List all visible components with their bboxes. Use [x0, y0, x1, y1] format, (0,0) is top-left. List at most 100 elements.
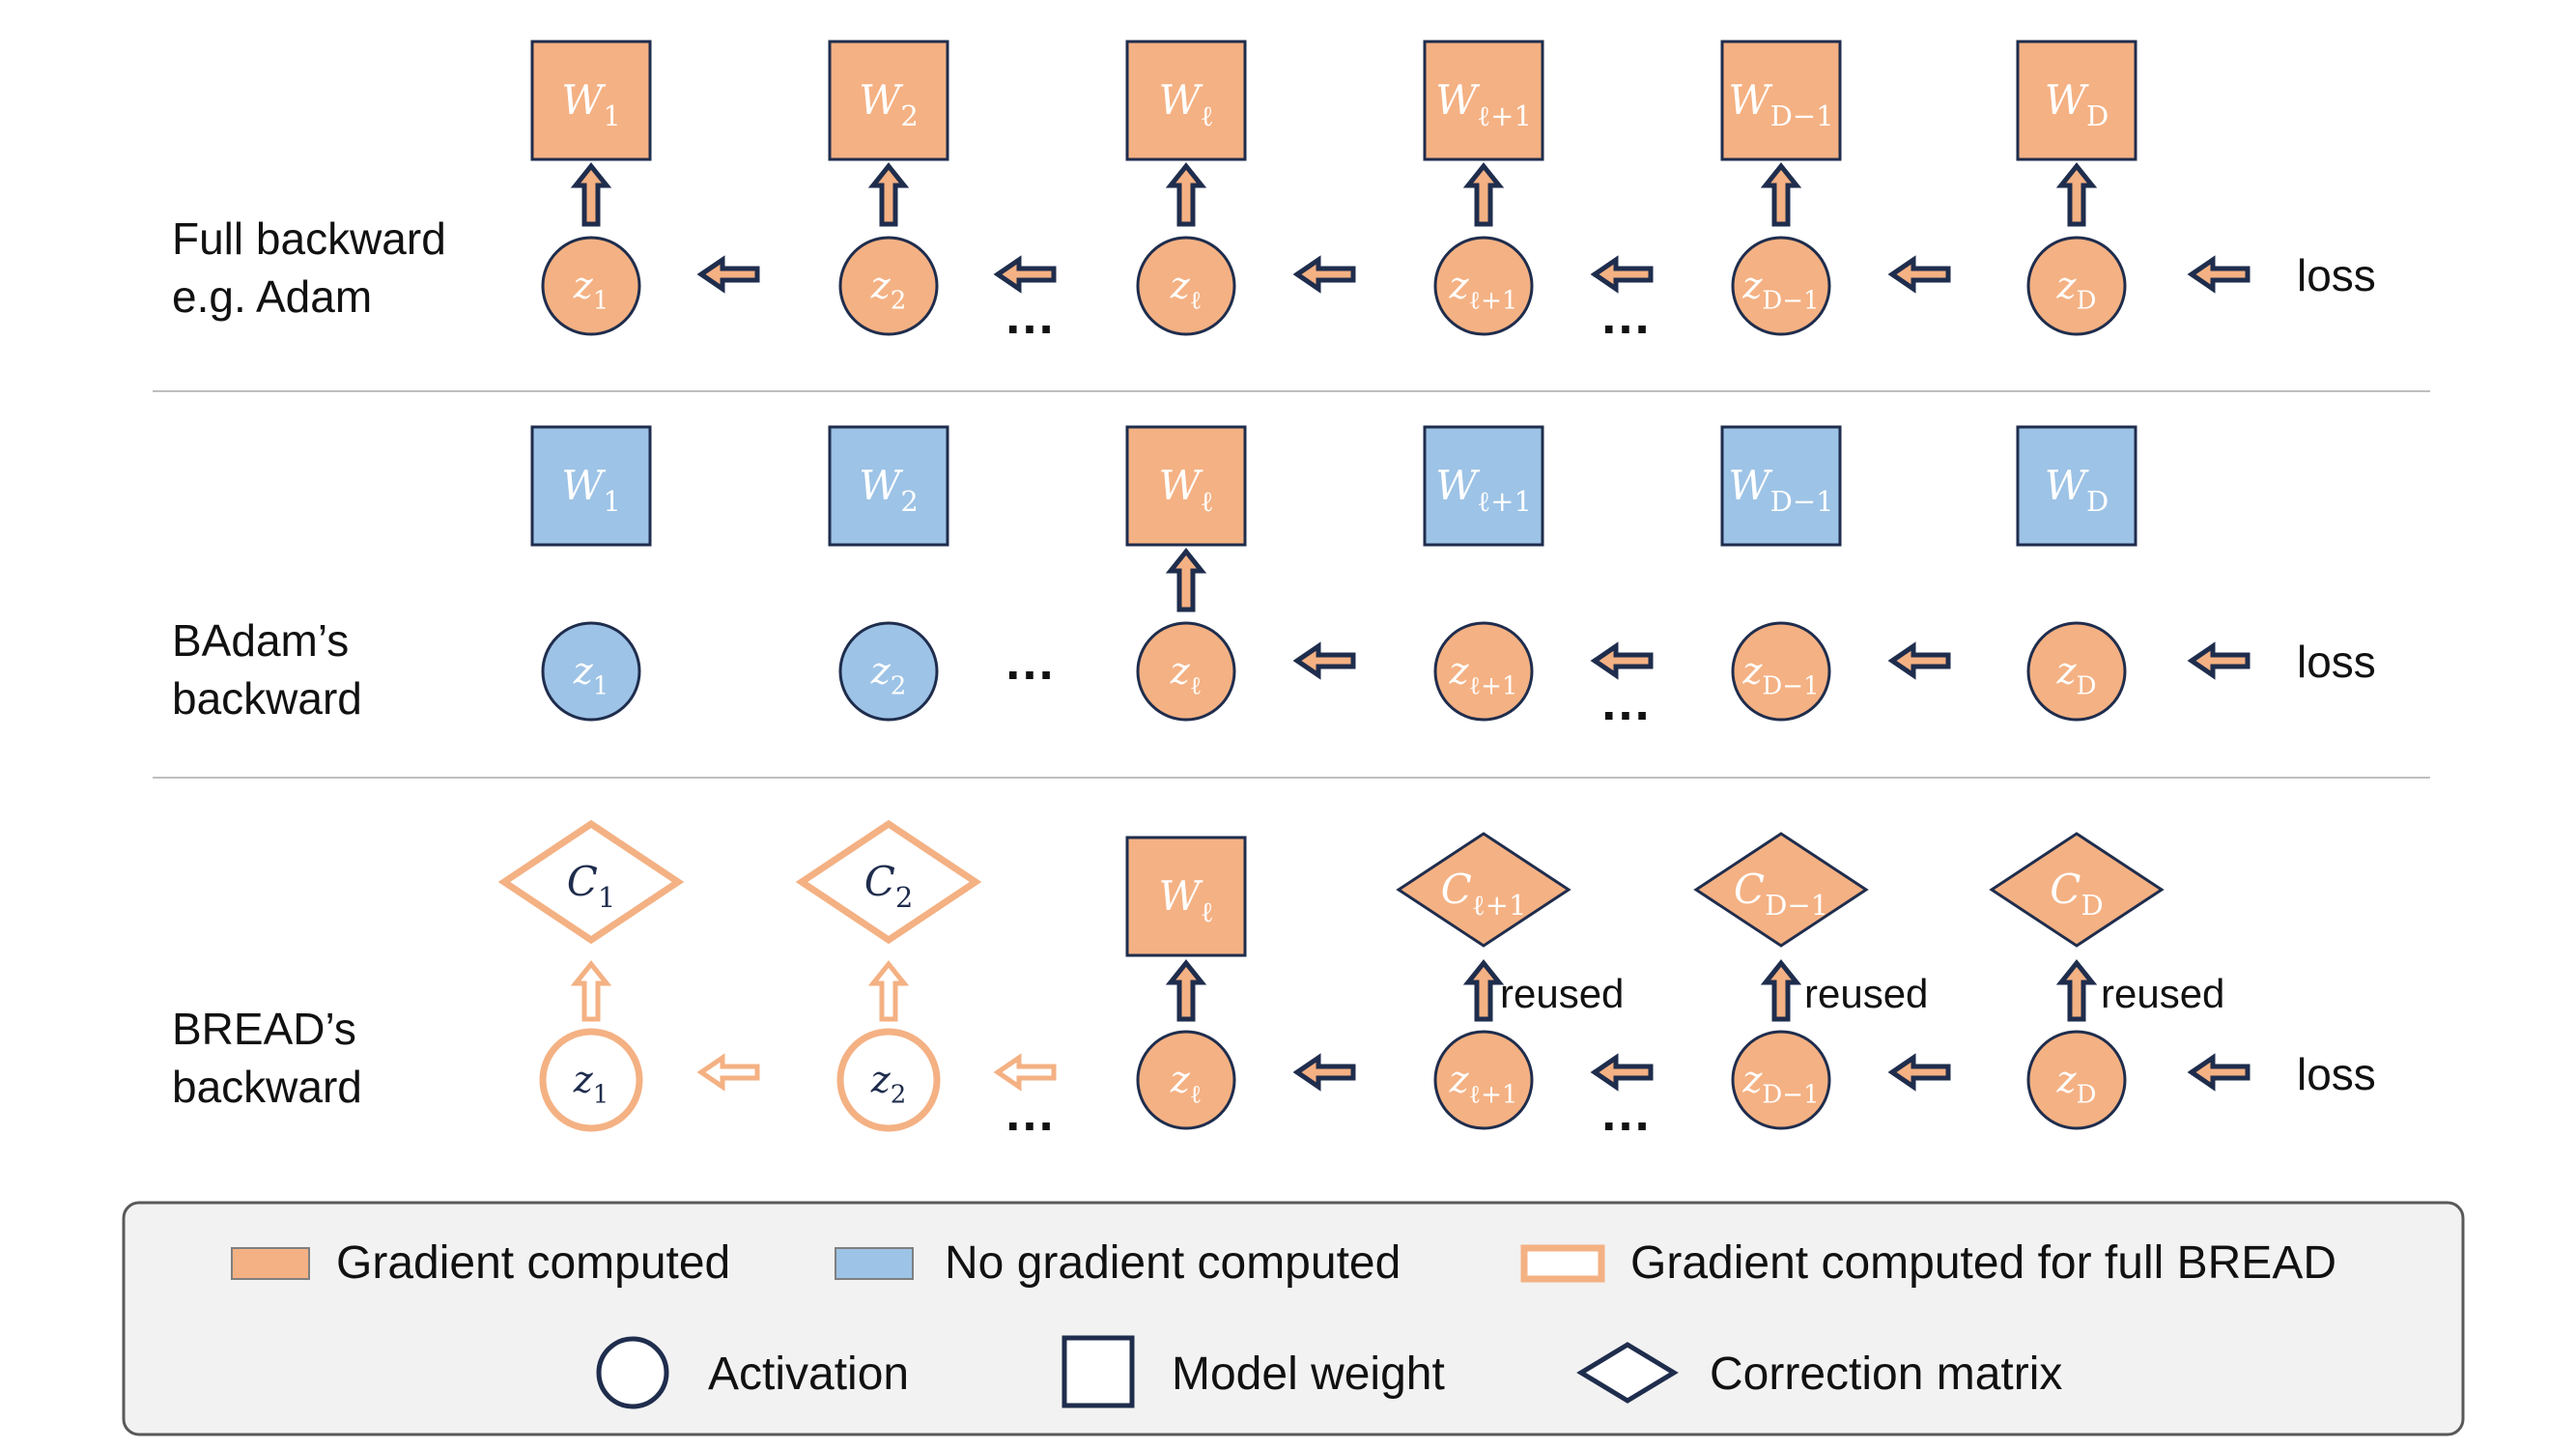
correction-diamond	[1396, 832, 1571, 948]
ellipsis-label: …	[1599, 673, 1652, 731]
left-arrow	[2187, 1053, 2250, 1092]
left-arrow	[1887, 1053, 1951, 1092]
activation-label: zD−1	[1741, 1059, 1819, 1110]
ellipsis-label: …	[1004, 287, 1056, 345]
activation-label: zℓ+1	[1449, 650, 1518, 701]
left-arrow	[993, 1053, 1057, 1092]
activation-circle	[1731, 621, 1831, 722]
weight-square	[2016, 40, 2137, 161]
correction-diamond	[1693, 832, 1869, 948]
weight-label: W2	[859, 462, 919, 518]
activation-circle	[1433, 236, 1534, 336]
activation-label: z2	[870, 650, 907, 701]
activation-circle	[2026, 621, 2127, 722]
row-label-bread-line1: BREAD’s	[172, 1004, 356, 1054]
legend-label-activation: Activation	[708, 1349, 909, 1400]
legend-label-model-weight: Model weight	[1172, 1349, 1445, 1400]
activation-circle	[1731, 1030, 1831, 1130]
activation-label: zℓ+1	[1449, 1059, 1518, 1110]
legend-label-gradient: Gradient computed	[336, 1237, 730, 1289]
left-arrow	[2187, 255, 2250, 294]
legend-label-full-bread: Gradient computed for full BREAD	[1630, 1237, 2336, 1289]
up-arrow	[2055, 958, 2098, 1022]
loss-label: loss	[2297, 250, 2376, 300]
activation-circle	[1433, 621, 1534, 722]
activation-label: zℓ	[1170, 650, 1203, 701]
weight-square	[828, 425, 949, 547]
correction-diamond	[795, 819, 982, 945]
activation-label: zℓ+1	[1449, 265, 1518, 316]
ellipsis-label: …	[1004, 1084, 1056, 1142]
legend-swatch-full-bread	[1520, 1244, 1605, 1283]
up-arrow	[2055, 161, 2098, 227]
correction-diamond	[497, 819, 685, 945]
left-arrow	[1292, 1053, 1356, 1092]
reused-label: reused	[1500, 971, 1624, 1016]
weight-label: Wℓ	[1158, 462, 1213, 518]
activation-label: zℓ	[1170, 1059, 1203, 1110]
weight-label: W2	[859, 76, 919, 132]
activation-circle	[541, 621, 641, 722]
left-arrow	[696, 255, 760, 294]
weight-square	[530, 425, 652, 547]
weight-label: Wℓ+1	[1435, 76, 1532, 132]
activation-label: z1	[573, 265, 609, 316]
weight-square	[828, 40, 949, 161]
legend-correction-diamond-icon	[1576, 1342, 1679, 1404]
row-label-bread-line2: backward	[172, 1062, 362, 1112]
legend-swatch-gradient	[231, 1247, 310, 1280]
activation-label: zD−1	[1741, 650, 1819, 701]
activation-label: z1	[573, 1059, 609, 1110]
up-arrow	[867, 959, 910, 1022]
row-label-full-line1: Full backward	[172, 213, 446, 264]
row-label-full-line2: e.g. Adam	[172, 271, 372, 322]
reused-label: reused	[1804, 971, 1928, 1016]
weight-label: W1	[561, 76, 621, 132]
reused-label: reused	[2101, 971, 2224, 1016]
weight-label: WD	[2045, 76, 2109, 132]
weight-square	[1423, 40, 1544, 161]
correction-label: C1	[567, 858, 616, 914]
weight-label: Wℓ	[1158, 872, 1213, 928]
up-arrow	[1165, 161, 1207, 227]
weight-label: WD−1	[1728, 462, 1833, 518]
left-arrow	[1590, 255, 1654, 294]
weight-label: W1	[561, 462, 621, 518]
up-arrow	[1462, 161, 1505, 227]
activation-label: zD	[2056, 650, 2097, 701]
up-arrow	[570, 161, 612, 227]
up-arrow	[867, 161, 910, 227]
ellipsis-label: …	[1599, 287, 1652, 345]
up-arrow	[1462, 958, 1505, 1022]
activation-label: z1	[573, 650, 609, 701]
weight-square	[1125, 425, 1247, 547]
left-arrow	[696, 1053, 760, 1092]
up-arrow	[1165, 958, 1207, 1022]
row-label-badam-line1: BAdam’s	[172, 615, 349, 666]
left-arrow	[1292, 641, 1356, 680]
loss-label: loss	[2297, 1049, 2376, 1099]
weight-square	[1423, 425, 1544, 547]
up-arrow	[1165, 547, 1207, 612]
activation-circle	[838, 621, 939, 722]
correction-label: CD	[2050, 866, 2103, 922]
ellipsis-label: …	[1599, 1084, 1652, 1142]
activation-circle	[1433, 1030, 1534, 1130]
row-label-badam-line2: backward	[172, 673, 362, 724]
left-arrow	[2187, 641, 2250, 680]
activation-circle	[539, 1028, 643, 1132]
activation-circle	[836, 1028, 941, 1132]
left-arrow	[1590, 1053, 1654, 1092]
left-arrow	[1292, 255, 1356, 294]
weight-square	[1125, 836, 1247, 957]
activation-circle	[838, 236, 939, 336]
up-arrow	[570, 959, 612, 1022]
loss-label: loss	[2297, 637, 2376, 687]
activation-circle	[541, 236, 641, 336]
up-arrow	[1760, 161, 1802, 227]
activation-label: z2	[870, 265, 907, 316]
legend-box	[122, 1201, 2465, 1436]
weight-square	[1125, 40, 1247, 161]
left-arrow	[1887, 641, 1951, 680]
